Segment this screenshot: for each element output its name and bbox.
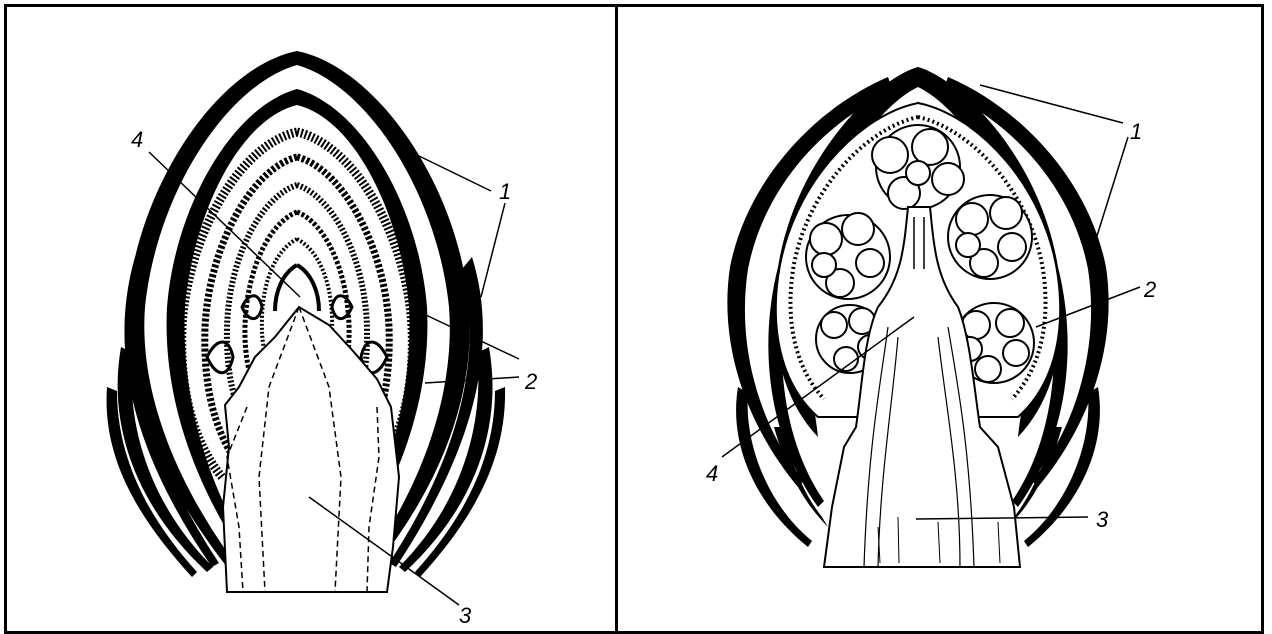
right-panel: 1 2 3 4	[618, 7, 1264, 631]
right-bud-drawing: 1 2 3 4	[618, 7, 1264, 631]
right-label-1: 1	[1130, 119, 1142, 144]
right-label-4: 4	[706, 461, 718, 486]
left-label-2: 2	[524, 369, 537, 394]
left-bud-drawing: 1 2 3 4	[7, 7, 615, 631]
right-label-2: 2	[1143, 277, 1156, 302]
right-label-3: 3	[1096, 507, 1109, 532]
left-label-3: 3	[459, 603, 472, 628]
left-label-4: 4	[131, 127, 143, 152]
left-panel: 1 2 3 4	[7, 7, 618, 631]
left-stem	[223, 307, 399, 592]
left-label-1: 1	[499, 179, 511, 204]
figure-frame: 1 2 3 4	[4, 4, 1264, 634]
